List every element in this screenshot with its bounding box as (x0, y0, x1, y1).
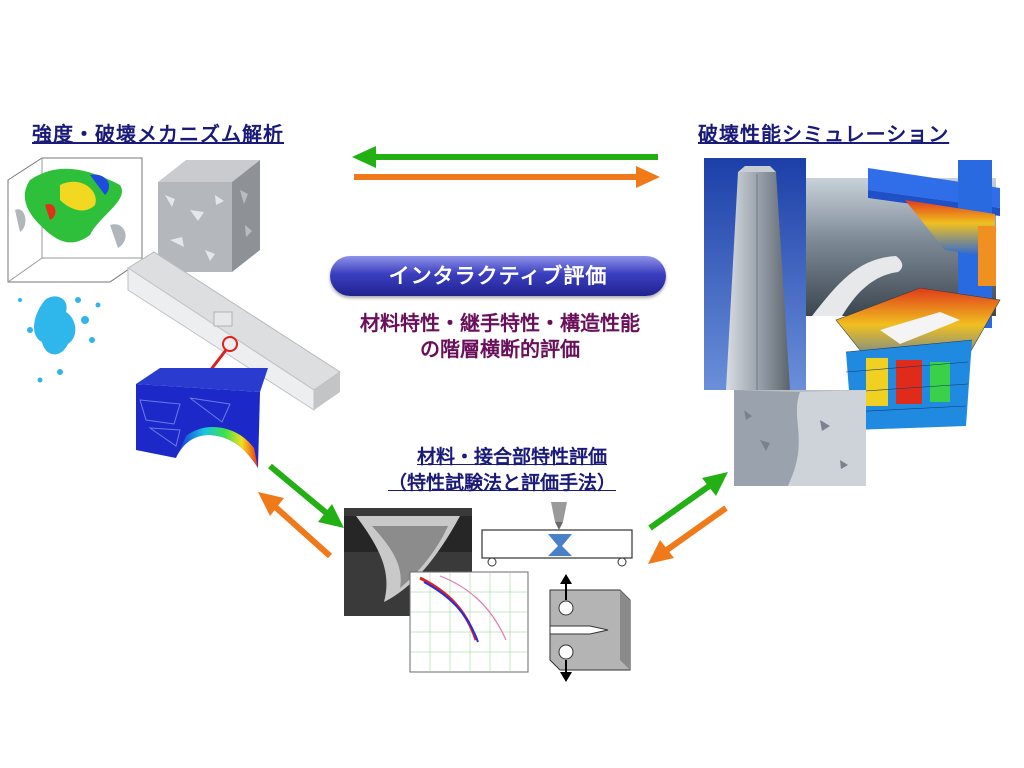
interactive-evaluation-pill: インタラクティブ評価 (330, 256, 666, 296)
heading-material-joint-evaluation: 材料・接合部特性評価 (362, 444, 662, 470)
right-orange-arrow (648, 505, 728, 564)
left-green-arrow (268, 463, 344, 528)
top-green-arrow (352, 146, 658, 168)
fem-notch-block-image (136, 368, 268, 468)
tensile-plate-specimen-image (127, 251, 341, 411)
cracked-panel-fem-image (835, 287, 1001, 430)
heading-material-joint-line1: 材料・接合部特性評価 (416, 446, 607, 468)
center-text-line2: の階層横断的評価 (420, 337, 580, 361)
right-green-arrow (648, 472, 728, 531)
cyan-defect-cloud-image (18, 296, 101, 383)
left-orange-arrow (258, 492, 333, 559)
ct-fracture-specimen-image (549, 574, 631, 682)
heading-test-methods: （特性試験法と評価手法） (352, 470, 652, 496)
heading-fracture-simulation: 破壊性能シミュレーション (698, 122, 950, 146)
heading-material-joint-line2: （特性試験法と評価手法） (387, 472, 616, 494)
center-text-line1: 材料特性・継手特性・構造性能 (360, 311, 640, 335)
heading-strength-fracture-analysis: 強度・破壊メカニズム解析 (32, 122, 284, 146)
fem-mesh-image (409, 571, 529, 673)
fracture-surface-photo (734, 390, 866, 486)
top-orange-arrow (354, 166, 660, 188)
micro-ct-3d-image (7, 157, 143, 283)
microstructure-cube-image (158, 160, 260, 272)
bend-test-specimen-image (481, 502, 633, 567)
landmark-tower-photo (704, 158, 806, 390)
